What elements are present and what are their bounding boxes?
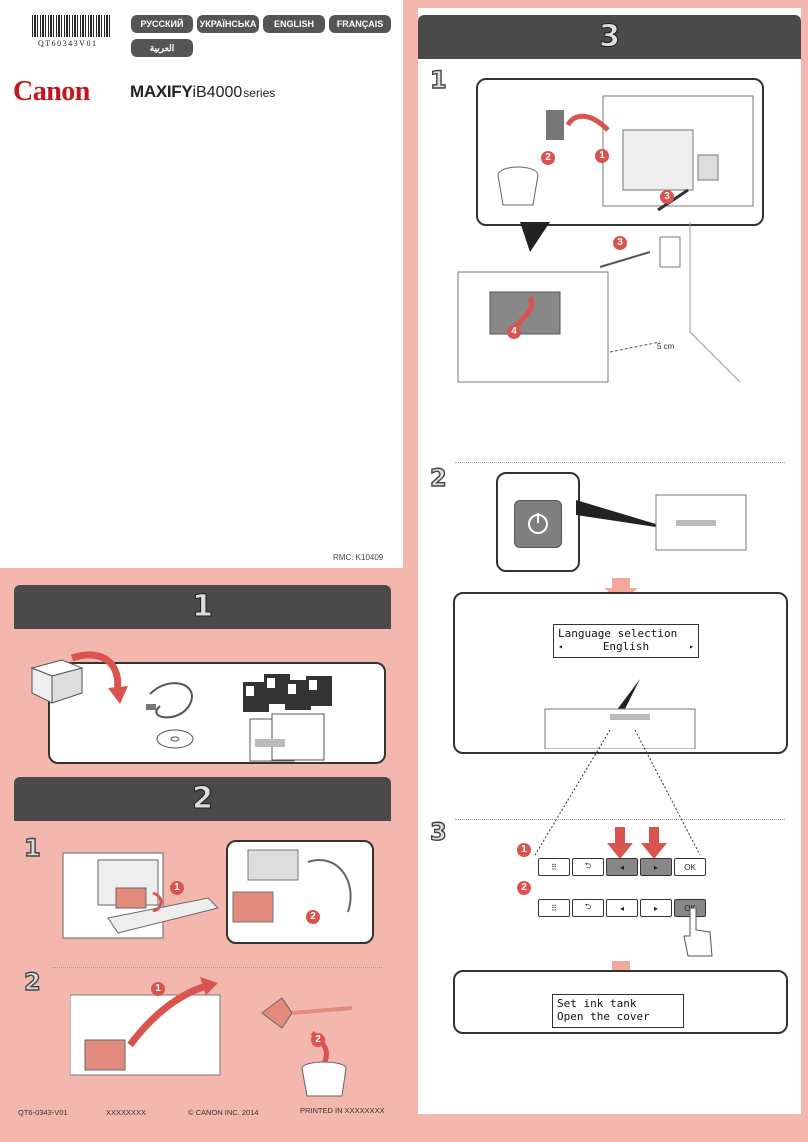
down-arrow-icon (604, 578, 638, 602)
callout-3-1-e: 4 (507, 325, 521, 339)
callout-2-1-b: 2 (306, 910, 320, 924)
canon-logo: Canon (13, 76, 90, 107)
callout-3-1-b: 2 (541, 151, 555, 165)
zoom-lines (534, 730, 701, 856)
barcode (32, 15, 110, 37)
footer-code: QT6-0343-V01 (18, 1108, 68, 1117)
callout-2-2-a: 1 (151, 982, 165, 996)
lang-ukrainian[interactable]: УКРАЇНСЬКА (197, 15, 259, 33)
back-key[interactable]: ⮌ (572, 899, 604, 917)
section-2-header: 2 (14, 777, 391, 821)
lang-russian[interactable]: РУССКИЙ (131, 15, 193, 33)
footer-placeholder: XXXXXXXX (106, 1108, 147, 1117)
remove-protective-material-illustration (70, 977, 221, 1076)
press-arrows-icon (607, 827, 667, 859)
lcd-left-arrow: ◂ (558, 642, 563, 651)
callout-2-2-b: 2 (311, 1033, 325, 1047)
lcd-line-1: Language selection (558, 627, 678, 640)
control-panel-keys-1: ⠿ ⮌ ◂ ▸ OK (538, 858, 708, 876)
divider-3-2 (455, 819, 785, 820)
callout-3-3-a: 1 (517, 843, 531, 857)
product-model: iB4000 (192, 84, 243, 101)
divider-2 (52, 967, 382, 968)
lcd-right-arrow: ▸ (689, 642, 694, 651)
substep-3-2: 2 (429, 463, 447, 492)
barcode-text: QT60343V01 (38, 39, 98, 48)
right-key[interactable]: ▸ (640, 899, 672, 917)
callout-3-3-b: 2 (517, 881, 531, 895)
product-prefix: MAXIFY (130, 82, 193, 101)
ink-tanks-icon (243, 674, 332, 712)
setup-key[interactable]: ⠿ (538, 899, 570, 917)
ink-lcd-line-2: Open the cover (557, 1010, 650, 1023)
manuals-icon (249, 713, 325, 762)
section-3-header: 3 (418, 15, 801, 59)
product-suffix: series (243, 86, 276, 100)
left-key[interactable]: ◂ (606, 899, 638, 917)
section-1-header: 1 (14, 585, 391, 629)
finger-press-icon (683, 908, 713, 957)
cover-panel: QT60343V01 РУССКИЙ УКРАЇНСЬКА ENGLISH FR… (0, 0, 403, 568)
lcd-line-2: English (602, 640, 650, 653)
left-key[interactable]: ◂ (606, 858, 638, 876)
footer-printed: PRINTED IN XXXXXXXX (300, 1106, 385, 1115)
package-illustration (146, 674, 332, 762)
set-ink-tank-box: Set ink tank Open the cover (453, 970, 788, 1034)
substep-3-1: 1 (429, 65, 447, 94)
section-3-number: 3 (599, 19, 621, 55)
printer-top-illustration (576, 494, 747, 551)
section-2-number: 2 (192, 781, 214, 817)
rmc-code: RMC: K10409 (333, 553, 384, 562)
callout-2-1-a: 1 (170, 881, 184, 895)
power-button[interactable] (514, 500, 562, 548)
callout-3-1-a: 1 (595, 149, 609, 163)
ink-lcd-line-1: Set ink tank (557, 997, 637, 1010)
cd-rom-icon (156, 729, 194, 749)
substep-2-2: 2 (23, 967, 41, 996)
lang-english[interactable]: ENGLISH (263, 15, 325, 33)
power-button-inset (496, 472, 580, 572)
lang-french[interactable]: FRANÇAIS (329, 15, 391, 33)
printer-setup-illustration (457, 222, 741, 383)
callout-3-1-c: 3 (660, 190, 674, 204)
product-name: MAXIFYiB4000series (130, 82, 275, 102)
language-lcd: Language selection ◂ English ▸ (553, 624, 699, 658)
setup-key[interactable]: ⠿ (538, 858, 570, 876)
printer-open-illustration (62, 852, 219, 939)
back-key[interactable]: ⮌ (572, 858, 604, 876)
ok-key[interactable]: OK (674, 858, 706, 876)
substep-3-3: 3 (429, 817, 447, 846)
rear-printer-inset (476, 78, 764, 226)
box-open-icon (30, 651, 128, 704)
right-key[interactable]: ▸ (640, 858, 672, 876)
lang-arabic[interactable]: العربية (131, 39, 193, 57)
printer-panel-illustration (544, 679, 696, 749)
footer-copyright: © CANON INC. 2014 (188, 1108, 259, 1117)
package-contents (48, 662, 386, 764)
detail-inset (226, 840, 374, 944)
power-cord-icon (146, 682, 193, 719)
distance-label: 5 cm (657, 342, 675, 351)
language-selection-box: Language selection ◂ English ▸ (453, 592, 788, 754)
ink-lcd: Set ink tank Open the cover (552, 994, 684, 1028)
power-icon (528, 513, 548, 534)
callout-3-1-d: 3 (613, 236, 627, 250)
section-1-number: 1 (192, 589, 214, 625)
divider-3-1 (455, 462, 785, 463)
substep-2-1: 1 (23, 833, 41, 862)
discard-material-illustration (261, 997, 353, 1097)
